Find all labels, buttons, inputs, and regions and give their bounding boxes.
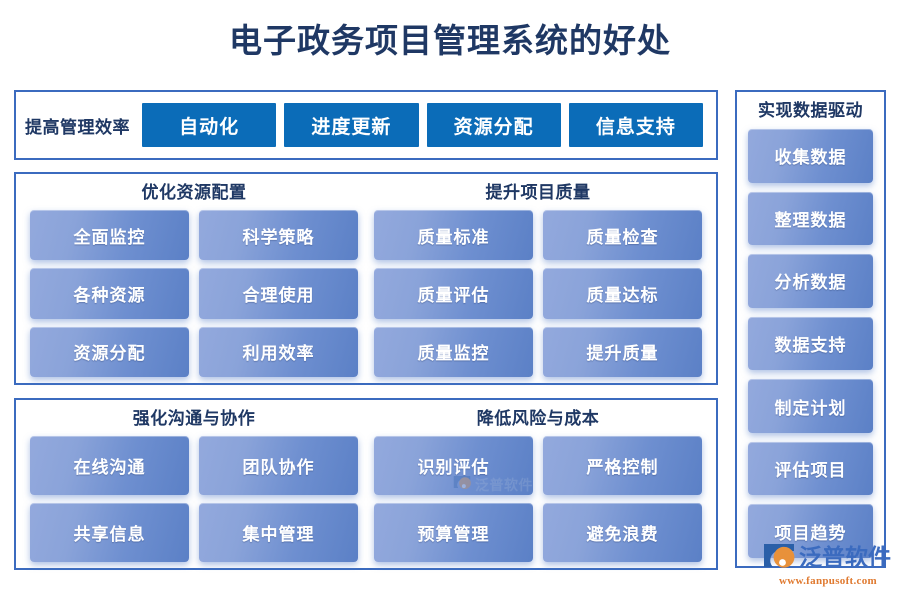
chip-item[interactable]: 质量达标 [543, 268, 702, 319]
panel-communication-risk: 强化沟通与协作 在线沟通 团队协作 共享信息 集中管理 降低风险与成本 识别评估… [14, 398, 718, 570]
logo-url: www.fanpusoft.com [779, 575, 877, 587]
section-strengthen-communication: 强化沟通与协作 在线沟通 团队协作 共享信息 集中管理 [22, 408, 366, 562]
chip-item[interactable]: 集中管理 [199, 503, 358, 562]
chip-item[interactable]: 避免浪费 [543, 503, 702, 562]
section-columns: 优化资源配置 全面监控 科学策略 各种资源 合理使用 资源分配 利用效率 提升项… [16, 174, 716, 383]
chip-item[interactable]: 各种资源 [30, 268, 189, 319]
top-button-1[interactable]: 进度更新 [284, 103, 419, 147]
chip-item[interactable]: 合理使用 [199, 268, 358, 319]
sidebar-item-analyze-data[interactable]: 分析数据 [748, 254, 873, 308]
chip-item[interactable]: 利用效率 [199, 326, 358, 377]
top-button-2[interactable]: 资源分配 [426, 103, 561, 147]
panel-resources-quality: 优化资源配置 全面监控 科学策略 各种资源 合理使用 资源分配 利用效率 提升项… [14, 172, 718, 385]
chip-item[interactable]: 质量评估 [374, 268, 533, 319]
section-heading: 强化沟通与协作 [132, 409, 256, 428]
chip-item[interactable]: 预算管理 [374, 503, 533, 562]
section-chip-grid: 质量标准 质量检查 质量评估 质量达标 质量监控 提升质量 [366, 210, 710, 377]
section-reduce-risk-cost: 降低风险与成本 识别评估 严格控制 预算管理 避免浪费 [366, 408, 710, 562]
section-heading: 降低风险与成本 [476, 409, 600, 428]
section-heading: 提升项目质量 [485, 183, 591, 202]
chip-item[interactable]: 质量监控 [374, 326, 533, 377]
sidebar-list: 收集数据 整理数据 分析数据 数据支持 制定计划 评估项目 项目趋势 [748, 129, 873, 559]
sidebar-item-collect-data[interactable]: 收集数据 [748, 129, 873, 183]
panel-management-efficiency: 提高管理效率 自动化 进度更新 资源分配 信息支持 [14, 90, 718, 160]
section-chip-grid: 识别评估 严格控制 预算管理 避免浪费 [366, 436, 710, 562]
chip-item[interactable]: 严格控制 [543, 436, 702, 495]
section-improve-quality: 提升项目质量 质量标准 质量检查 质量评估 质量达标 质量监控 提升质量 [366, 182, 710, 377]
chip-item[interactable]: 全面监控 [30, 210, 189, 261]
panel-data-driven: 实现数据驱动 收集数据 整理数据 分析数据 数据支持 制定计划 评估项目 项目趋… [735, 90, 886, 568]
top-row-label: 提高管理效率 [25, 117, 130, 137]
section-columns: 强化沟通与协作 在线沟通 团队协作 共享信息 集中管理 降低风险与成本 识别评估… [16, 400, 716, 568]
page-title: 电子政务项目管理系统的好处 [229, 24, 671, 60]
section-chip-grid: 在线沟通 团队协作 共享信息 集中管理 [22, 436, 366, 562]
sidebar-inner: 实现数据驱动 收集数据 整理数据 分析数据 数据支持 制定计划 评估项目 项目趋… [737, 92, 884, 566]
sidebar-item-project-trend[interactable]: 项目趋势 [748, 504, 873, 559]
sidebar-item-make-plan[interactable]: 制定计划 [748, 379, 873, 433]
sidebar-heading: 实现数据驱动 [758, 101, 863, 120]
chip-item[interactable]: 科学策略 [199, 210, 358, 261]
top-button-3[interactable]: 信息支持 [568, 103, 703, 147]
chip-item[interactable]: 提升质量 [543, 326, 702, 377]
chip-item[interactable]: 质量检查 [543, 210, 702, 261]
section-optimize-resources: 优化资源配置 全面监控 科学策略 各种资源 合理使用 资源分配 利用效率 [22, 182, 366, 377]
top-button-0[interactable]: 自动化 [142, 103, 277, 147]
top-row: 提高管理效率 自动化 进度更新 资源分配 信息支持 [16, 92, 716, 158]
sidebar-item-data-support[interactable]: 数据支持 [748, 316, 873, 371]
section-chip-grid: 全面监控 科学策略 各种资源 合理使用 资源分配 利用效率 [22, 210, 366, 377]
chip-item[interactable]: 团队协作 [199, 436, 358, 495]
chip-item[interactable]: 资源分配 [30, 326, 189, 377]
sidebar-item-evaluate-project[interactable]: 评估项目 [748, 441, 873, 496]
chip-item[interactable]: 识别评估 [374, 436, 533, 495]
section-heading: 优化资源配置 [141, 183, 247, 202]
sidebar-item-organize-data[interactable]: 整理数据 [748, 191, 873, 246]
chip-item[interactable]: 在线沟通 [30, 436, 189, 495]
chip-item[interactable]: 质量标准 [374, 210, 533, 261]
chip-item[interactable]: 共享信息 [30, 503, 189, 562]
